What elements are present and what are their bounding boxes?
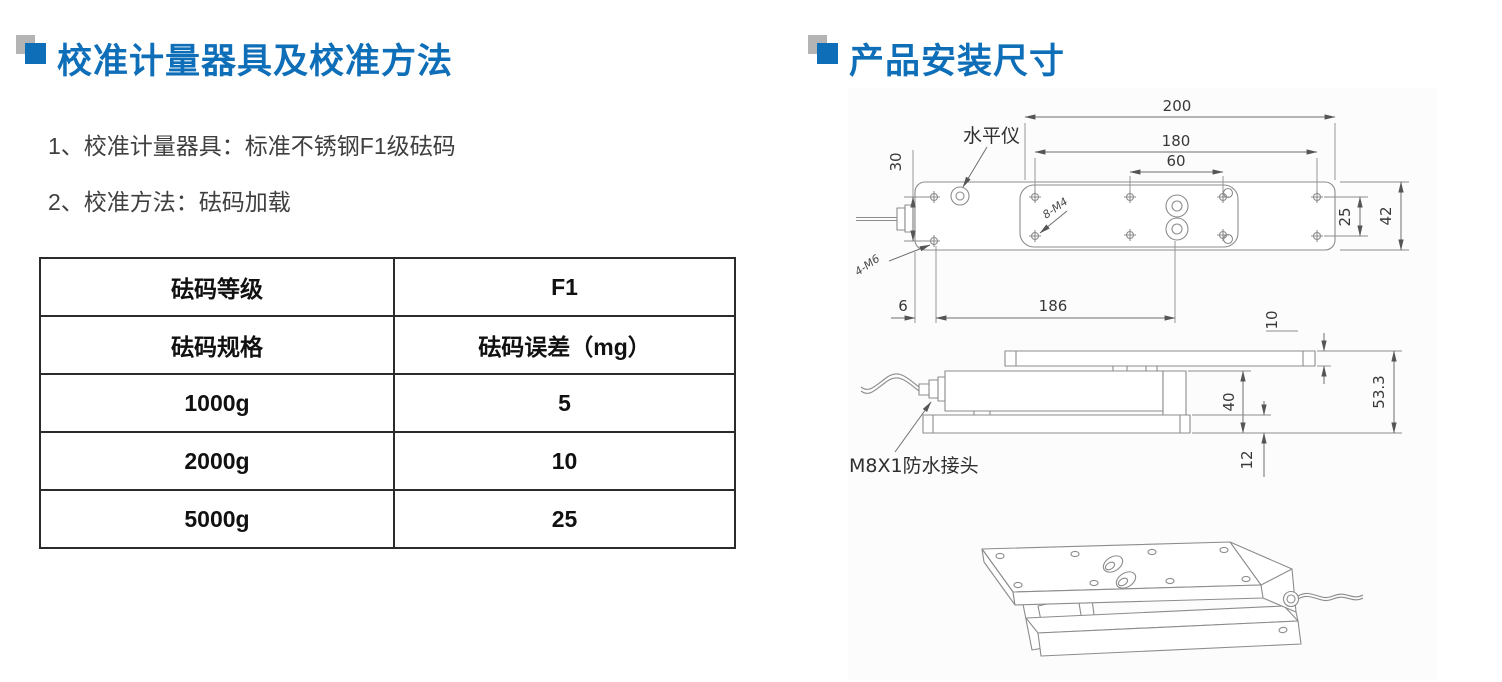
table-cell: 1000g (39, 373, 395, 433)
svg-text:30: 30 (887, 152, 905, 171)
bullet-square-icon (817, 43, 838, 64)
dimension-40: 40 (1188, 370, 1251, 434)
table-cell: 2000g (39, 431, 395, 491)
mounting-holes (928, 187, 1323, 247)
installation-dimension-drawing: 水平仪 8-M4 4-M6 200 180 (848, 88, 1438, 680)
dimension-42: 42 (1340, 181, 1409, 251)
dimension-180: 180 (1034, 132, 1318, 192)
dimension-6-186: 6 186 (891, 241, 1176, 323)
bullet-square-icon (25, 43, 46, 64)
table-row: 砝码等级 F1 (39, 257, 736, 317)
svg-text:53.3: 53.3 (1370, 375, 1388, 408)
table-cell: 10 (393, 431, 736, 491)
dimension-12: 12 (1192, 401, 1271, 477)
svg-text:60: 60 (1166, 152, 1185, 170)
svg-text:40: 40 (1220, 392, 1238, 411)
top-view: 水平仪 8-M4 4-M6 200 180 (852, 97, 1409, 323)
table-row: 1000g 5 (39, 373, 736, 433)
table-cell: 砝码误差（mg） (393, 315, 736, 375)
level-indicator-label: 水平仪 (963, 125, 1020, 147)
svg-text:6: 6 (898, 297, 908, 315)
svg-text:12: 12 (1238, 450, 1256, 469)
table-row: 5000g 25 (39, 489, 736, 549)
table-cell: 5000g (39, 489, 395, 549)
calibration-instrument-item: 1、校准计量器具：标准不锈钢F1级砝码 (48, 133, 456, 159)
table-row: 砝码规格 砝码误差（mg） (39, 315, 736, 375)
isometric-view (981, 541, 1364, 657)
inner-plate (1019, 184, 1239, 248)
center-holes (1165, 194, 1189, 241)
sensor-body-side (944, 370, 1164, 412)
table-cell: F1 (393, 257, 736, 317)
waterproof-connector-label: M8X1防水接头 (849, 455, 979, 477)
side-view: M8X1防水接头 10 40 (849, 310, 1402, 477)
table-row: 2000g 10 (39, 431, 736, 491)
svg-text:42: 42 (1377, 206, 1395, 225)
table-cell: 砝码规格 (39, 315, 395, 375)
cable-gland-side (860, 373, 946, 402)
top-plate-side (1004, 350, 1316, 367)
left-section-title: 校准计量器具及校准方法 (57, 42, 454, 81)
svg-text:10: 10 (1263, 310, 1281, 329)
calibration-method-item: 2、校准方法：砝码加载 (48, 189, 291, 215)
table-cell: 砝码等级 (39, 257, 395, 317)
outer-plate (914, 181, 1336, 251)
table-cell: 25 (393, 489, 736, 549)
dimension-25: 25 (1324, 196, 1368, 237)
svg-text:25: 25 (1336, 207, 1354, 226)
level-indicator (950, 186, 970, 206)
table-cell: 5 (393, 373, 736, 433)
svg-text:200: 200 (1163, 97, 1192, 115)
weight-spec-table: 砝码等级 F1 砝码规格 砝码误差（mg） 1000g 5 2000g 10 5… (39, 257, 736, 549)
base-plate-side (922, 414, 1191, 434)
right-section-title: 产品安装尺寸 (849, 42, 1066, 81)
iso-holes (995, 546, 1251, 589)
dimension-53-3: 53.3 (1192, 350, 1402, 434)
dimension-200: 200 (1024, 97, 1336, 180)
svg-text:180: 180 (1162, 132, 1191, 150)
dimension-60: 60 (1129, 152, 1224, 192)
svg-text:186: 186 (1039, 297, 1068, 315)
iso-top-plate (981, 541, 1262, 593)
dimension-30: 30 (887, 150, 928, 242)
